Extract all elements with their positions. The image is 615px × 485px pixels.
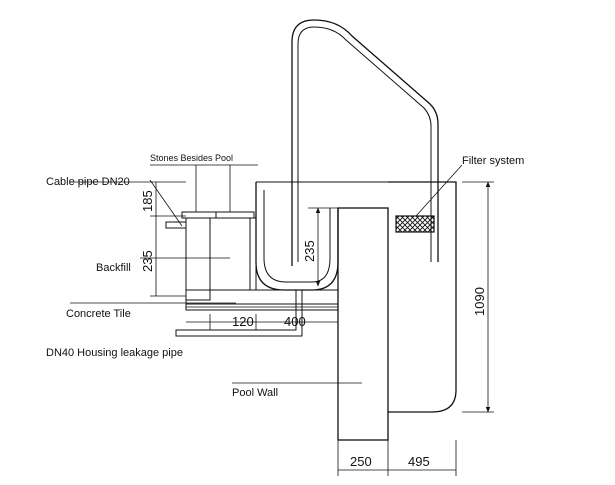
dim-185: 185 xyxy=(140,190,155,212)
dim-1090: 1090 xyxy=(472,287,487,316)
housing-pipe xyxy=(175,290,303,337)
filter-system-label: Filter system xyxy=(462,155,524,167)
skimmer-housing xyxy=(255,182,339,291)
dim-250: 250 xyxy=(350,454,372,469)
dimension-lines xyxy=(150,181,494,476)
leader-lines xyxy=(70,164,463,384)
dim-495: 495 xyxy=(408,454,430,469)
dimension-values: 185 235 235 120 400 1090 250 495 xyxy=(140,190,487,469)
pool-wall-column xyxy=(337,207,389,441)
filter-element xyxy=(395,215,435,233)
cable-pipe-label: Cable pipe DN20 xyxy=(46,176,130,188)
concrete-tile-label: Concrete Tile xyxy=(66,308,131,320)
housing-pipe-label: DN40 Housing leakage pipe xyxy=(46,347,183,359)
stones-besides-pool-label: Stones Besides Pool xyxy=(150,153,233,163)
handrail xyxy=(291,19,439,266)
backfill-label: Backfill xyxy=(96,262,131,274)
dim-400: 400 xyxy=(284,314,306,329)
concrete-tile-layers xyxy=(185,303,339,311)
dim-120: 120 xyxy=(232,314,254,329)
labels: Stones Besides Pool Cable pipe DN20 Back… xyxy=(46,153,524,399)
dim-235-right: 235 xyxy=(302,240,317,262)
cable-pipe xyxy=(165,221,187,229)
backfill-area xyxy=(209,217,251,291)
cap-stones xyxy=(181,211,255,219)
pool-wall-label: Pool Wall xyxy=(232,387,278,399)
dim-235-left: 235 xyxy=(140,250,155,272)
filter-tank xyxy=(388,181,457,413)
